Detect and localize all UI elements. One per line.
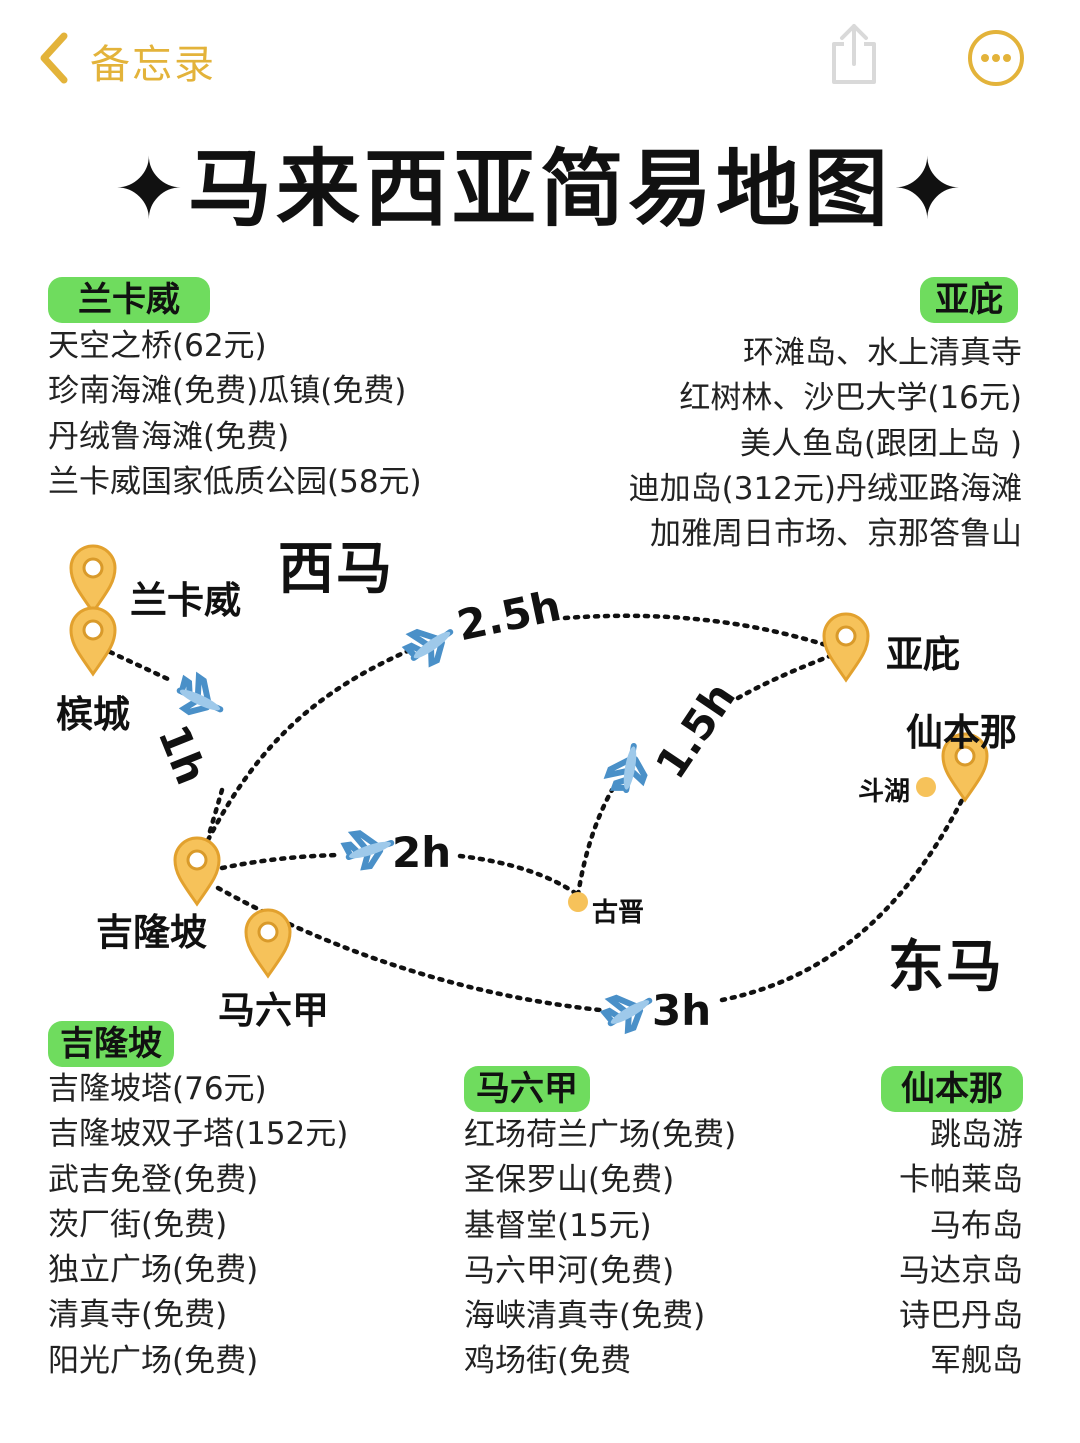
list-item: 海峡清真寺(免费) [464, 1298, 706, 1335]
place-label-langkawi: 兰卡威 [130, 579, 241, 622]
list-item: 加雅周日市场、京那答鲁山 [650, 516, 1022, 553]
list-item: 圣保罗山(免费) [464, 1162, 675, 1199]
route-kl-kuching [219, 852, 341, 871]
section-tag-langkawi: 兰卡威 [48, 277, 210, 323]
pin-penang-icon [69, 606, 117, 676]
place-label-kota-kinabalu: 亚庇 [886, 633, 960, 676]
list-item: 天空之桥(62元) [48, 328, 267, 364]
plane-icon [403, 619, 460, 669]
page-title: ✦马来西亚简易地图✦ [113, 140, 967, 238]
plane-icon [344, 829, 395, 869]
place-label-tawau: 斗湖 [858, 777, 911, 807]
section-tag-kota-kinabalu: 亚庇 [920, 277, 1018, 323]
list-item: 丹绒鲁海滩(免费) [48, 418, 290, 455]
list-item: 美人鱼岛(跟团上岛 ) [739, 425, 1022, 462]
langkawi-list: 天空之桥(62元) 珍南海滩(免费)瓜镇(免费) 丹绒鲁海滩(免费) 兰卡威国家… [48, 324, 422, 505]
list-item: 独立广场(免费) [48, 1252, 259, 1289]
list-item: 吉隆坡塔(76元) [48, 1071, 267, 1107]
list-item: 鸡场街(免费 [464, 1343, 632, 1380]
route-kl-kuching-2 [457, 853, 581, 898]
plane-icon [601, 987, 656, 1035]
semporna-list: 跳岛游 卡帕莱岛 马布岛 马达京岛 诗巴丹岛 军舰岛 [899, 1113, 1023, 1385]
list-item: 兰卡威国家低质公园(58元) [48, 463, 422, 500]
list-item: 珍南海滩(免费)瓜镇(免费) [48, 373, 407, 410]
place-label-semporna: 仙本那 [906, 711, 1017, 754]
flight-time-kl-semporna: 3h [652, 986, 712, 1035]
back-label[interactable]: 备忘录 [90, 42, 216, 88]
list-item: 诗巴丹岛 [899, 1298, 1023, 1335]
list-item: 武吉免登(免费) [48, 1161, 259, 1198]
list-item: 马达京岛 [899, 1252, 1023, 1289]
pin-kuala-lumpur-icon [173, 836, 221, 906]
place-label-penang: 槟城 [56, 693, 130, 736]
list-item: 红场荷兰广场(免费) [464, 1117, 737, 1153]
list-item: 军舰岛 [930, 1343, 1023, 1380]
dot-kuching-icon [568, 892, 588, 912]
more-options-icon[interactable] [966, 28, 1026, 88]
route-kuching-kk [575, 787, 615, 898]
list-item: 基督堂(15元) [464, 1207, 652, 1244]
place-label-kuala-lumpur: 吉隆坡 [96, 911, 207, 954]
share-icon[interactable] [826, 22, 882, 86]
pin-malacca-icon [244, 908, 292, 978]
list-item: 茨厂街(免费) [48, 1206, 228, 1243]
plane-icon [171, 671, 229, 726]
place-label-malacca: 马六甲 [218, 989, 329, 1032]
pin-langkawi-icon [69, 544, 117, 614]
list-item: 红树林、沙巴大学(16元) [679, 380, 1022, 417]
section-tag-kuala-lumpur: 吉隆坡 [48, 1021, 174, 1067]
route-kl-semporna-2 [719, 797, 965, 1003]
list-item: 卡帕莱岛 [899, 1162, 1023, 1199]
region-label-east: 东马 [888, 935, 1004, 1000]
section-tag-malacca: 马六甲 [464, 1066, 590, 1112]
route-penang-kl [107, 649, 173, 683]
route-kl-kk-2 [562, 613, 829, 648]
section-tag-semporna: 仙本那 [881, 1066, 1023, 1112]
list-item: 清真寺(免费) [48, 1297, 228, 1334]
list-item: 吉隆坡双子塔(152元) [48, 1116, 349, 1153]
plane-icon [605, 741, 653, 796]
list-item: 马六甲河(免费) [464, 1252, 675, 1289]
flight-time-kl-kuching: 2h [392, 828, 452, 877]
list-item: 阳光广场(免费) [48, 1342, 259, 1379]
list-item: 迪加岛(312元)丹绒亚路海滩 [628, 470, 1022, 507]
pin-kota-kinabalu-icon [822, 612, 870, 682]
list-item: 马布岛 [930, 1207, 1023, 1244]
place-label-kuching: 古晋 [592, 898, 645, 928]
route-kuching-kk-2 [735, 653, 833, 701]
route-kl-kk [205, 647, 413, 843]
route-penang-kl-2 [205, 787, 225, 841]
malacca-list: 红场荷兰广场(免费) 圣保罗山(免费) 基督堂(15元) 马六甲河(免费) 海峡… [464, 1113, 736, 1385]
kuala-lumpur-list: 吉隆坡塔(76元) 吉隆坡双子塔(152元) 武吉免登(免费) 茨厂街(免费) … [48, 1067, 348, 1384]
list-item: 环滩岛、水上清真寺 [743, 335, 1022, 371]
kota-kinabalu-list: 环滩岛、水上清真寺 红树林、沙巴大学(16元) 美人鱼岛(跟团上岛 ) 迪加岛(… [629, 331, 1022, 557]
list-item: 跳岛游 [930, 1117, 1023, 1153]
region-label-west: 西马 [278, 537, 394, 602]
dot-tawau-icon [916, 777, 936, 797]
back-chevron-icon[interactable] [34, 30, 94, 86]
